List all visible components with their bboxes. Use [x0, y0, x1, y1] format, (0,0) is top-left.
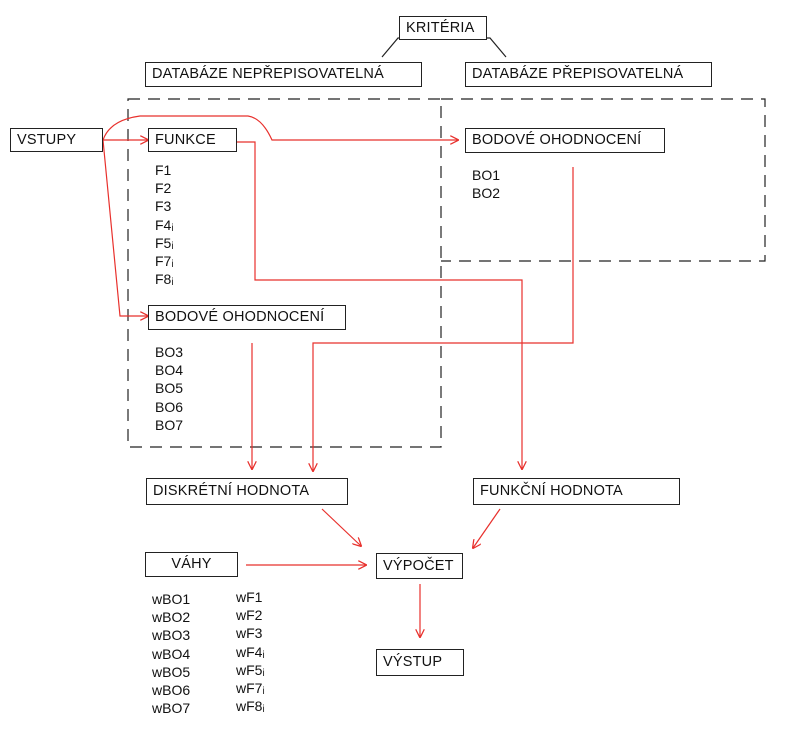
bodove-ohodnoceni-2-label: BODOVÉ OHODNOCENÍ	[472, 132, 642, 149]
vstupy-label: VSTUPY	[17, 131, 77, 148]
list-item: BO3	[155, 344, 184, 360]
vypocet-label: VÝPOČET	[383, 557, 454, 574]
vystup-box: VÝSTUP	[376, 649, 464, 676]
list-item: wF1	[236, 589, 263, 605]
list-item: wBO7	[152, 700, 191, 717]
db-prepisovatelna-label: DATABÁZE PŘEPISOVATELNÁ	[472, 66, 684, 83]
list-item: F3	[155, 198, 172, 215]
funkcni-hodnota-label: FUNKČNÍ HODNOTA	[480, 483, 623, 500]
vstupy-box: VSTUPY	[10, 128, 103, 152]
list-item: wF7ᵢ	[236, 680, 265, 697]
list-item: BO1	[472, 167, 501, 183]
list-item: wBO1	[152, 591, 191, 607]
wbo-list: wBO1 wBO2 wBO3 wBO4 wBO5 wBO6 wBO7	[152, 590, 190, 717]
list-item: wF8ᵢ	[236, 698, 265, 715]
db-prepisovatelna-region	[441, 98, 766, 262]
vystup-label: VÝSTUP	[383, 654, 443, 671]
bodove-ohodnoceni-1-box: BODOVÉ OHODNOCENÍ	[148, 305, 346, 330]
list-item: F5ᵢ	[155, 234, 174, 251]
db-neprepisovatelna-region	[127, 98, 442, 448]
bodove-ohodnoceni-2-box: BODOVÉ OHODNOCENÍ	[465, 128, 665, 153]
list-item: F7ᵢ	[155, 253, 174, 270]
arrow-vstupy-to-bodove-1	[102, 139, 148, 316]
db-prepisovatelna-box: DATABÁZE PŘEPISOVATELNÁ	[465, 62, 712, 87]
diskretni-hodnota-box: DISKRÉTNÍ HODNOTA	[146, 478, 348, 505]
vahy-box: VÁHY	[145, 552, 238, 577]
list-item: wBO3	[152, 627, 191, 644]
vahy-label: VÁHY	[171, 556, 212, 573]
list-item: BO4	[155, 362, 184, 379]
db-neprepisovatelna-box: DATABÁZE NEPŘEPISOVATELNÁ	[145, 62, 422, 87]
db-neprepisovatelna-label: DATABÁZE NEPŘEPISOVATELNÁ	[152, 66, 384, 83]
kriteria-box: KRITÉRIA	[399, 16, 487, 40]
list-item: BO5	[155, 380, 184, 397]
kriteria-bracket	[381, 37, 507, 58]
list-item: BO2	[472, 185, 501, 202]
bodove-ohodnoceni-1-label: BODOVÉ OHODNOCENÍ	[155, 309, 325, 326]
kriteria-label: KRITÉRIA	[406, 19, 475, 36]
list-item: BO6	[155, 398, 184, 415]
list-item: wF5ᵢ	[236, 661, 265, 678]
list-item: wBO4	[152, 645, 191, 662]
funkce-list: F1 F2 F3 F4ᵢ F5ᵢ F7ᵢ F8ᵢ	[155, 161, 174, 288]
vypocet-box: VÝPOČET	[376, 553, 463, 579]
list-item: wF4ᵢ	[236, 643, 265, 660]
arrow-bodove-2-to-diskretni	[313, 167, 574, 471]
list-item: wBO6	[152, 682, 191, 699]
list-item: BO7	[155, 416, 184, 433]
list-item: wF2	[236, 607, 263, 624]
list-item: F1	[155, 162, 172, 178]
list-item: wF3	[236, 625, 263, 642]
bo-neprepis-list: BO3 BO4 BO5 BO6 BO7	[155, 343, 183, 434]
arrow-vstupy-to-bodove-2	[102, 115, 458, 140]
list-item: wBO5	[152, 663, 191, 680]
list-item: F2	[155, 180, 172, 197]
arrow-diskretni-to-vypocet	[321, 508, 361, 546]
list-item: wBO2	[152, 609, 191, 626]
wf-list: wF1 wF2 wF3 wF4ᵢ wF5ᵢ wF7ᵢ wF8ᵢ	[236, 588, 265, 715]
list-item: F4ᵢ	[155, 216, 174, 233]
arrow-funkcni-to-vypocet	[473, 508, 501, 548]
bo-prepis-list: BO1 BO2	[472, 166, 500, 202]
funkce-label: FUNKCE	[155, 131, 216, 148]
diskretni-hodnota-label: DISKRÉTNÍ HODNOTA	[153, 483, 310, 500]
list-item: F8ᵢ	[155, 271, 174, 288]
funkcni-hodnota-box: FUNKČNÍ HODNOTA	[473, 478, 680, 505]
funkce-box: FUNKCE	[148, 128, 237, 152]
